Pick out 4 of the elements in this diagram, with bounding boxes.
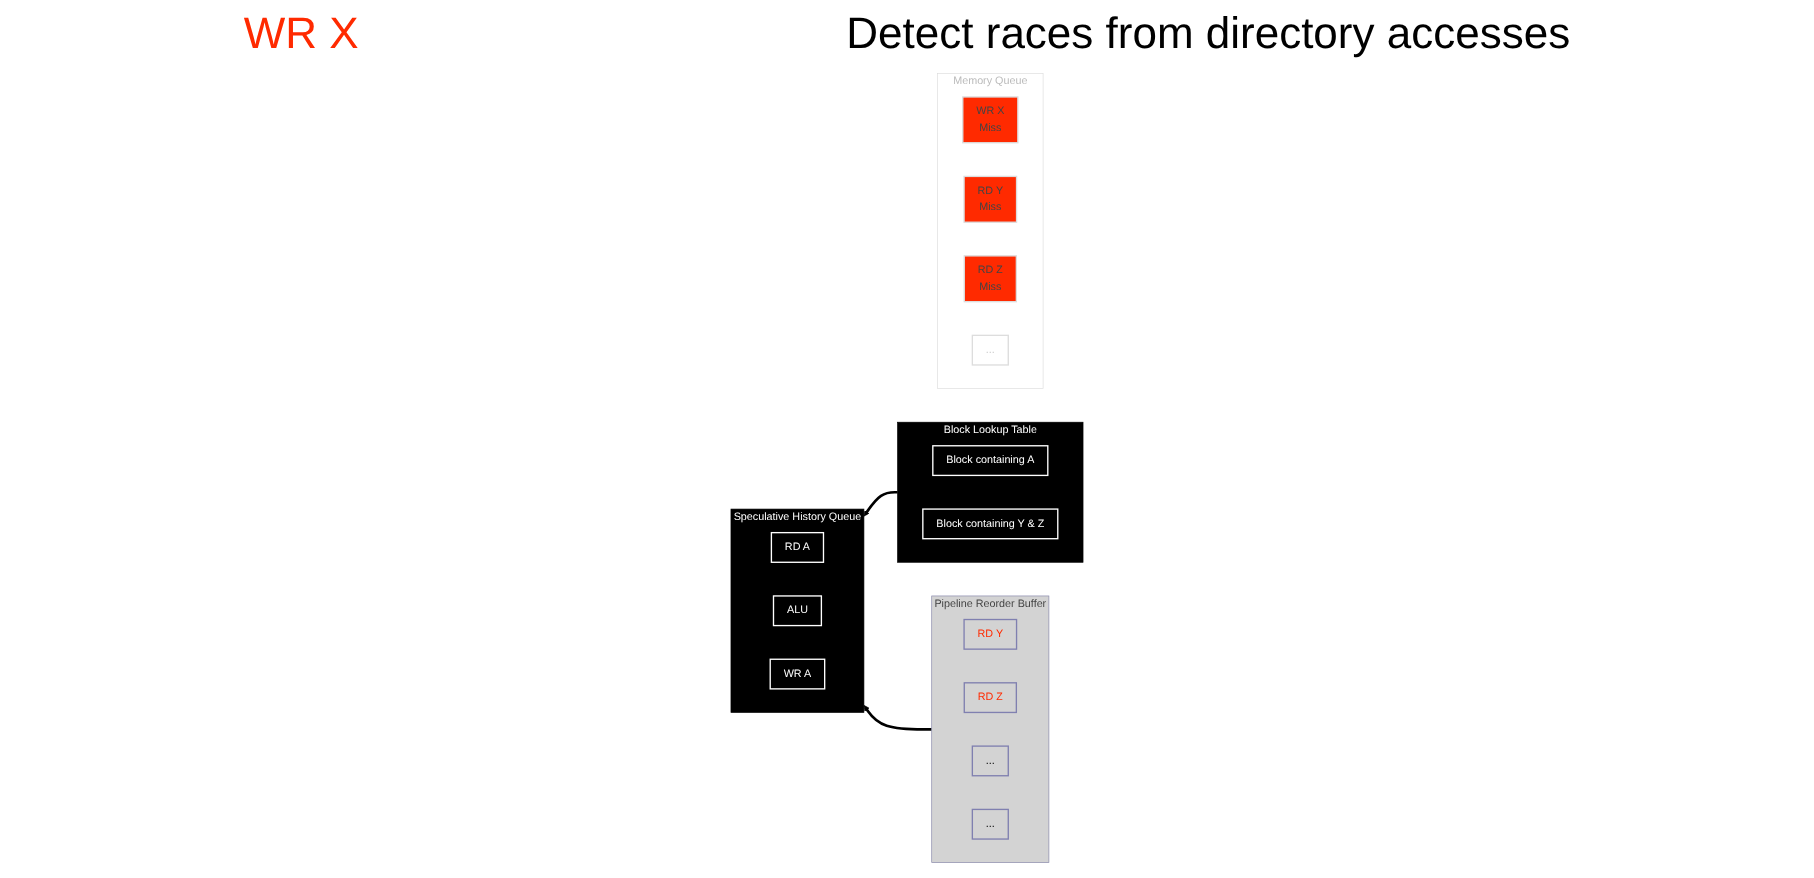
arrow (863, 705, 932, 731)
note-text: WR X (243, 8, 359, 60)
arrow (863, 490, 898, 517)
note-text: Detect races from directory accesses (846, 8, 1571, 60)
